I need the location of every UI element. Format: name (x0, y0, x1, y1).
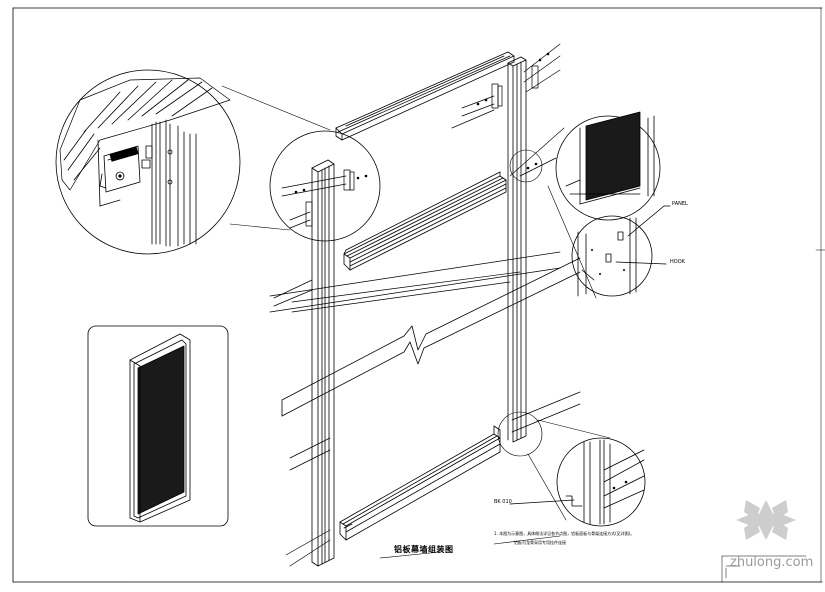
panel-illustration-box (87, 325, 229, 527)
drawing-title: 铝板幕墙组装图 (394, 545, 454, 554)
bolts (294, 52, 628, 490)
slab-band-lower (285, 391, 581, 567)
watermark-emblem (736, 500, 796, 540)
note-leaders (379, 535, 561, 559)
drawing-frame (12, 7, 825, 583)
anchor-brackets (273, 43, 561, 307)
note-line-2: 铝板与龙骨采用专用挂件连接 (514, 540, 566, 545)
bottom-transom (339, 425, 501, 541)
note-line-1: 1. 本图为示意图，具体做法详见各节点图，铝板面板与骨架连接方式(见详图)。 (494, 531, 635, 536)
detail-circle-1 (55, 69, 381, 255)
detail-circle-3 (571, 205, 671, 297)
top-transom (335, 51, 515, 141)
left-mullion (311, 159, 335, 567)
slab-band-break (281, 257, 581, 417)
detail-circle-2 (509, 111, 661, 299)
watermark-text: zhulong.com (730, 555, 814, 570)
slab-band-upper (269, 251, 561, 313)
callout-top-2-label: HOOK (670, 259, 685, 265)
right-mullion (507, 56, 527, 443)
middle-transom (343, 171, 507, 271)
callout-bottom-label: BK 010 (494, 499, 512, 505)
callout-top-1-label: PANEL (672, 201, 688, 207)
detail-circle-4 (497, 411, 646, 527)
